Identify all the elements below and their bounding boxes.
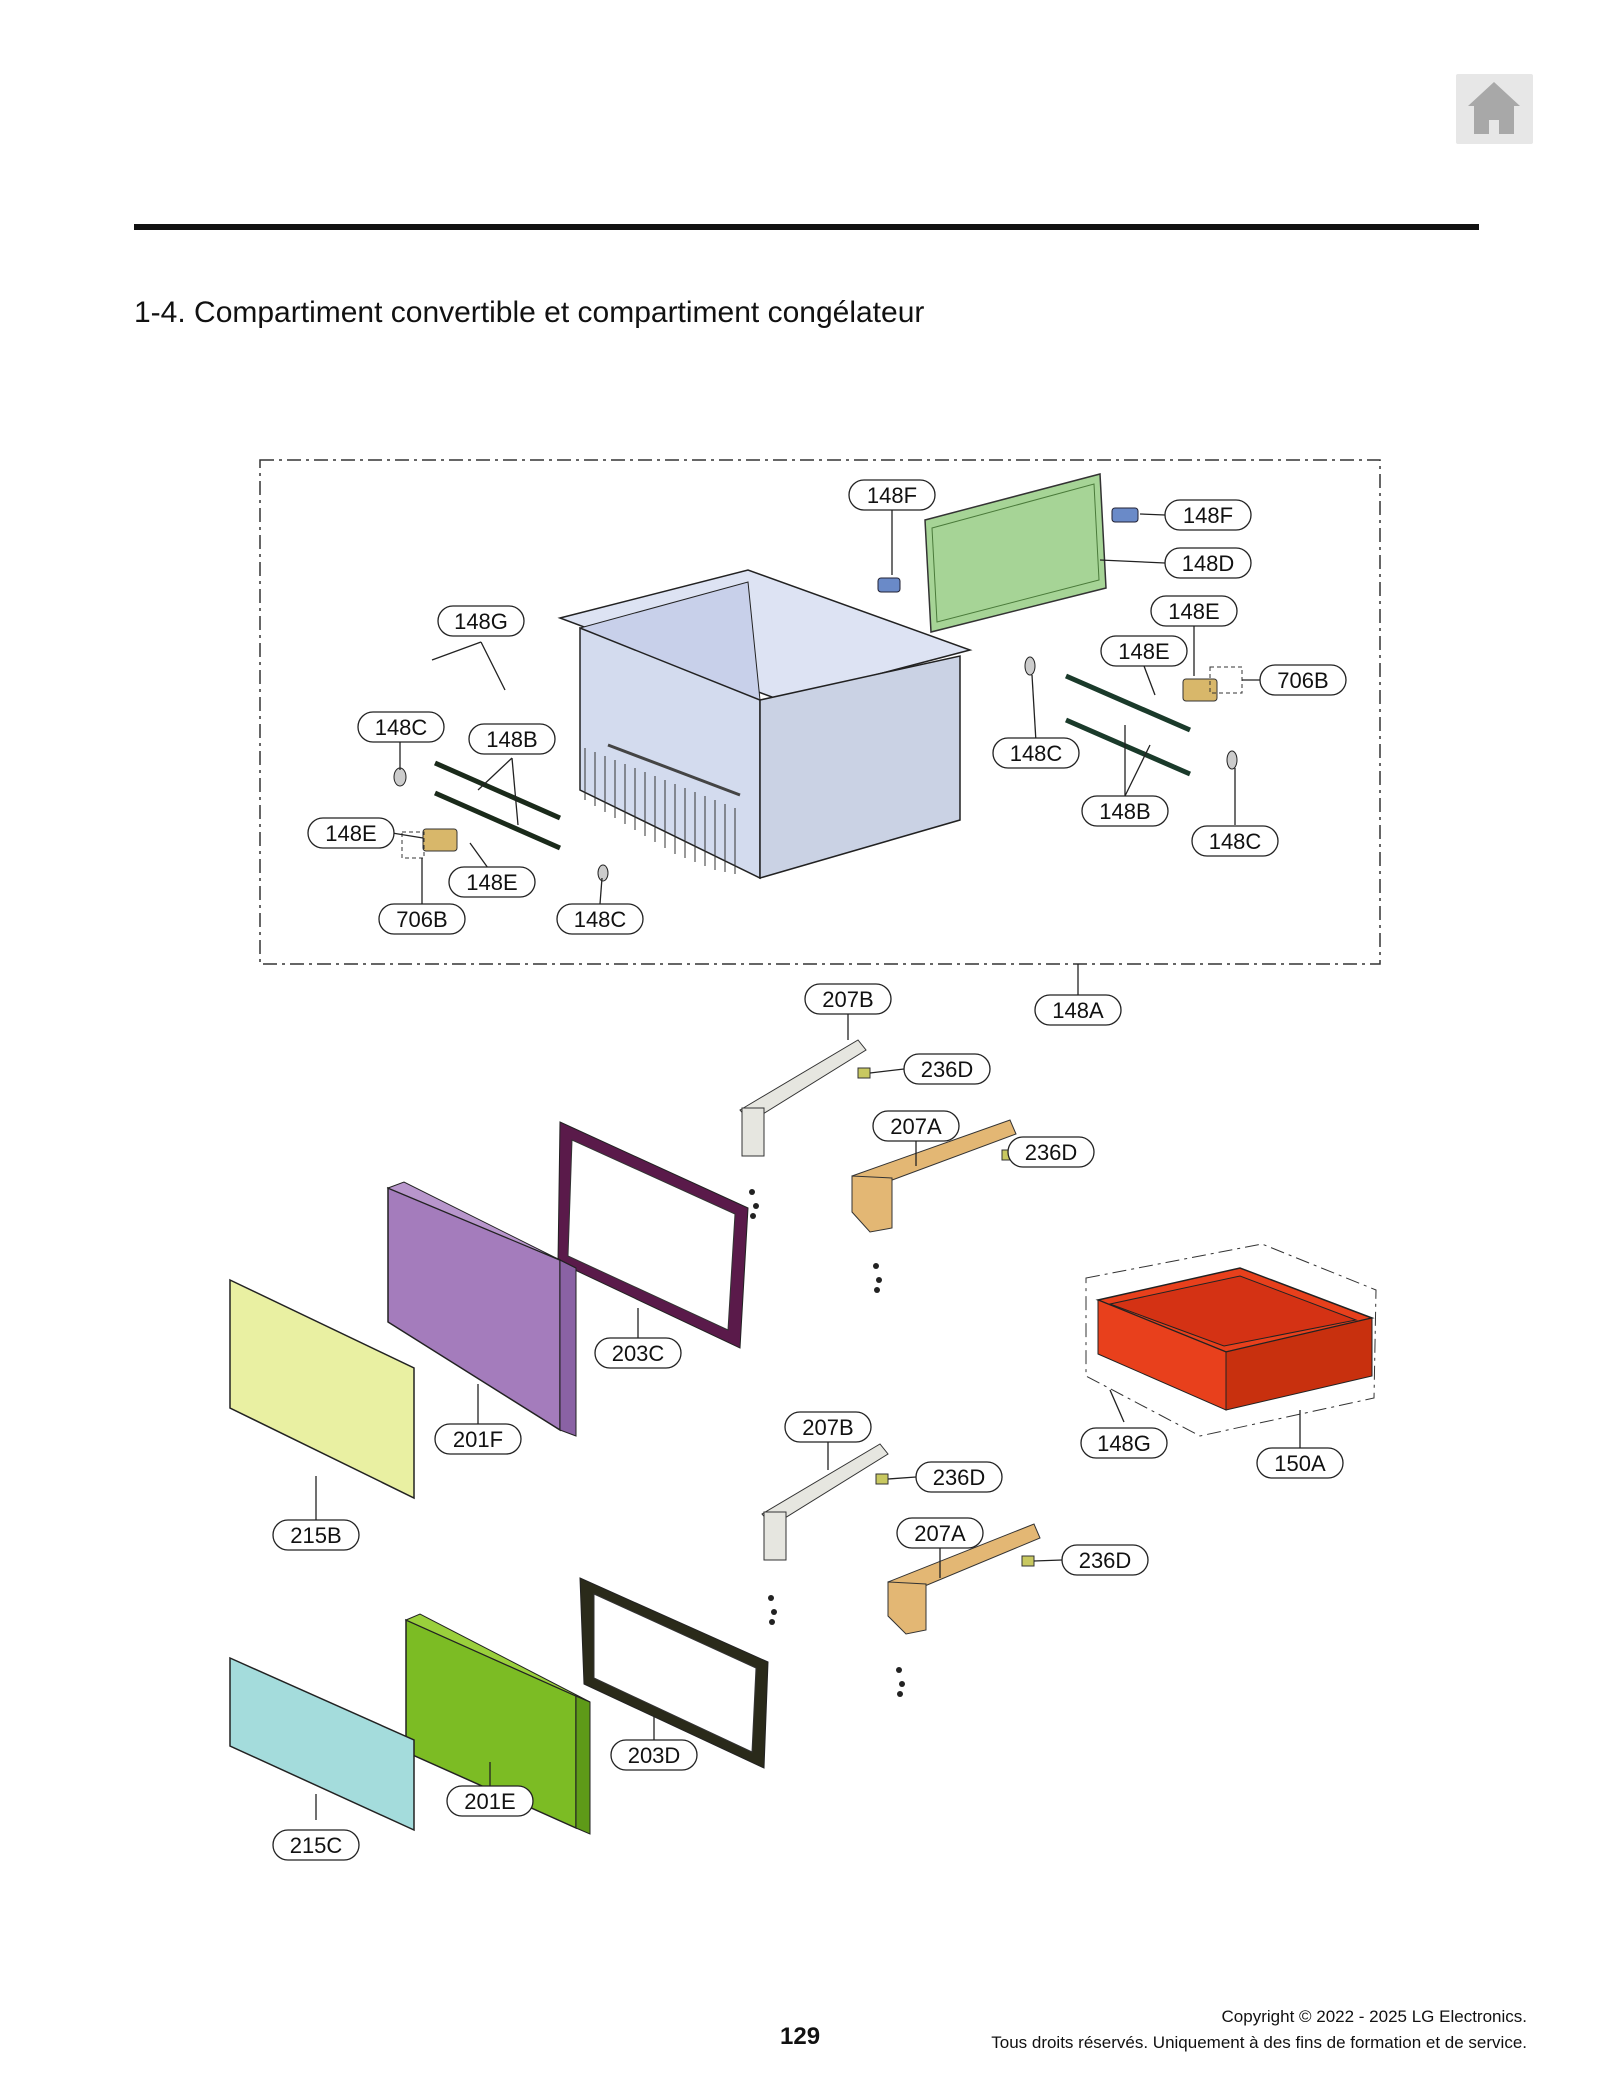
spacer-236d-1 (857, 1067, 871, 1079)
label-148e-left: 148E (325, 821, 376, 846)
spacer-236d-3 (875, 1473, 889, 1485)
label-207b-lower: 207B (802, 1415, 853, 1440)
door-201f (386, 1181, 577, 1437)
label-207a-upper: 207A (890, 1114, 942, 1139)
callout-labels: 148F 148F 148D 148E 148E 706B 148G 148C … (290, 483, 1329, 1858)
hinge-148e-left (422, 828, 458, 852)
hinge-148e-right (1182, 678, 1218, 702)
page-number: 129 (780, 2023, 821, 2050)
callout-bubbles (272, 479, 1347, 1861)
label-148c-far-right: 148C (1209, 829, 1262, 854)
label-148a: 148A (1052, 998, 1104, 1023)
tub-148a (557, 569, 973, 880)
label-207a-lower: 207A (914, 1521, 966, 1546)
label-706b-right: 706B (1277, 668, 1328, 693)
rail-207a-lower (887, 1523, 1041, 1635)
label-148c-bottom: 148C (574, 907, 627, 932)
rails-148b-left (433, 760, 562, 851)
rail-207b-lower (761, 1443, 889, 1561)
panel-215b (229, 1278, 415, 1500)
label-236d-3: 236D (933, 1465, 986, 1490)
stopper-148c-bottom (597, 864, 609, 882)
label-148f-right: 148F (1183, 503, 1233, 528)
spacer-236d-4 (1021, 1555, 1035, 1567)
section-title: 1-4. Compartiment convertible et compart… (134, 296, 925, 329)
stopper-148c-far-right (1226, 750, 1238, 770)
rails-148b-right (1065, 673, 1191, 777)
leader-lines (315, 510, 1301, 1820)
gasket-203c (557, 1121, 749, 1349)
screws (749, 1189, 905, 1697)
label-148g-bin: 148G (1097, 1431, 1151, 1456)
label-148e-right: 148E (1118, 639, 1169, 664)
panel-215c (229, 1656, 415, 1832)
label-148b-left: 148B (486, 727, 537, 752)
copyright-notice: Copyright © 2022 - 2025 LG Electronics. … (991, 2004, 1527, 2056)
clip-148f-left (877, 577, 901, 593)
cover-148d (924, 473, 1107, 633)
assembly-boundary-148a (259, 459, 1381, 965)
label-148c-mid-right: 148C (1010, 741, 1063, 766)
label-706b-left: 706B (396, 907, 447, 932)
label-236d-1: 236D (921, 1057, 974, 1082)
label-207b-upper: 207B (822, 987, 873, 1012)
header-rule (134, 224, 1479, 230)
label-203d: 203D (628, 1743, 681, 1768)
door-201e (404, 1613, 591, 1835)
gasket-203d (579, 1577, 769, 1769)
clip-148f-right (1111, 507, 1139, 523)
label-203c: 203C (612, 1341, 665, 1366)
bin-150a (1095, 1267, 1375, 1411)
label-148c-left: 148C (375, 715, 428, 740)
rail-207b-upper (739, 1039, 867, 1157)
label-150a: 150A (1274, 1451, 1326, 1476)
rail-207a-upper (851, 1119, 1017, 1233)
label-215b: 215B (290, 1523, 341, 1548)
copyright-line-1: Copyright © 2022 - 2025 LG Electronics. (1221, 2007, 1527, 2026)
label-201e: 201E (464, 1789, 515, 1814)
label-148f-top: 148F (867, 483, 917, 508)
stopper-148c-left (393, 767, 407, 787)
label-215c: 215C (290, 1833, 343, 1858)
home-button[interactable] (1456, 74, 1533, 144)
copyright-line-2: Tous droits réservés. Uniquement à des f… (991, 2033, 1527, 2052)
label-201f: 201F (453, 1427, 503, 1452)
home-icon (1468, 82, 1520, 134)
label-236d-4: 236D (1079, 1548, 1132, 1573)
screw-box-706b-left (401, 831, 425, 859)
stopper-148c-mid-right (1024, 656, 1036, 676)
label-148g: 148G (454, 609, 508, 634)
label-148b-right: 148B (1099, 799, 1150, 824)
assembly-boundary-150a (1085, 1243, 1377, 1437)
label-148d: 148D (1182, 551, 1235, 576)
label-148e-upper-right: 148E (1168, 599, 1219, 624)
label-148e-lower-left: 148E (466, 870, 517, 895)
label-236d-2: 236D (1025, 1140, 1078, 1165)
